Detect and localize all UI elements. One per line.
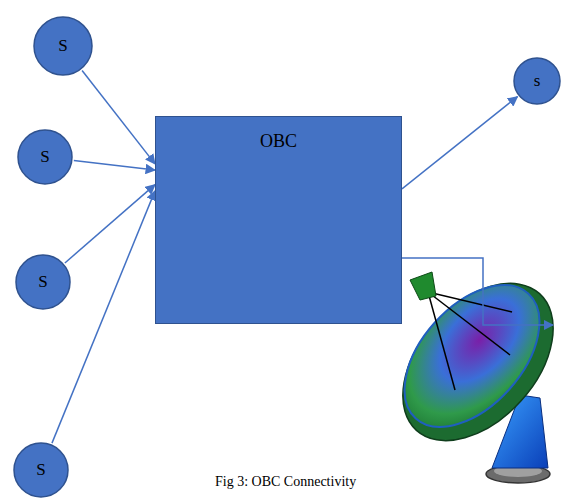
circle-shape bbox=[18, 130, 72, 184]
circle-shape bbox=[14, 443, 68, 497]
circle-shape bbox=[514, 58, 560, 104]
sensor-circle: s bbox=[513, 57, 561, 105]
node-label: S bbox=[38, 272, 47, 292]
process-box: OBC bbox=[155, 116, 402, 324]
figure-caption: Fig 3: OBC Connectivity bbox=[215, 474, 356, 490]
connector-arrow bbox=[52, 191, 155, 443]
node-label: OBC bbox=[260, 131, 297, 152]
sensor-circle: S bbox=[15, 254, 71, 310]
connector-arrow bbox=[82, 70, 155, 163]
node-label: S bbox=[36, 460, 45, 480]
circle-shape bbox=[16, 255, 70, 309]
node-label: s bbox=[534, 71, 541, 91]
sensor-circle: S bbox=[33, 16, 93, 76]
node-label: S bbox=[58, 36, 67, 56]
connector-arrow bbox=[402, 97, 517, 189]
sensor-circle: S bbox=[17, 129, 73, 185]
node-label: S bbox=[40, 147, 49, 167]
connector-arrow bbox=[74, 160, 155, 170]
sensor-circle: S bbox=[13, 442, 69, 498]
circle-shape bbox=[34, 17, 92, 75]
